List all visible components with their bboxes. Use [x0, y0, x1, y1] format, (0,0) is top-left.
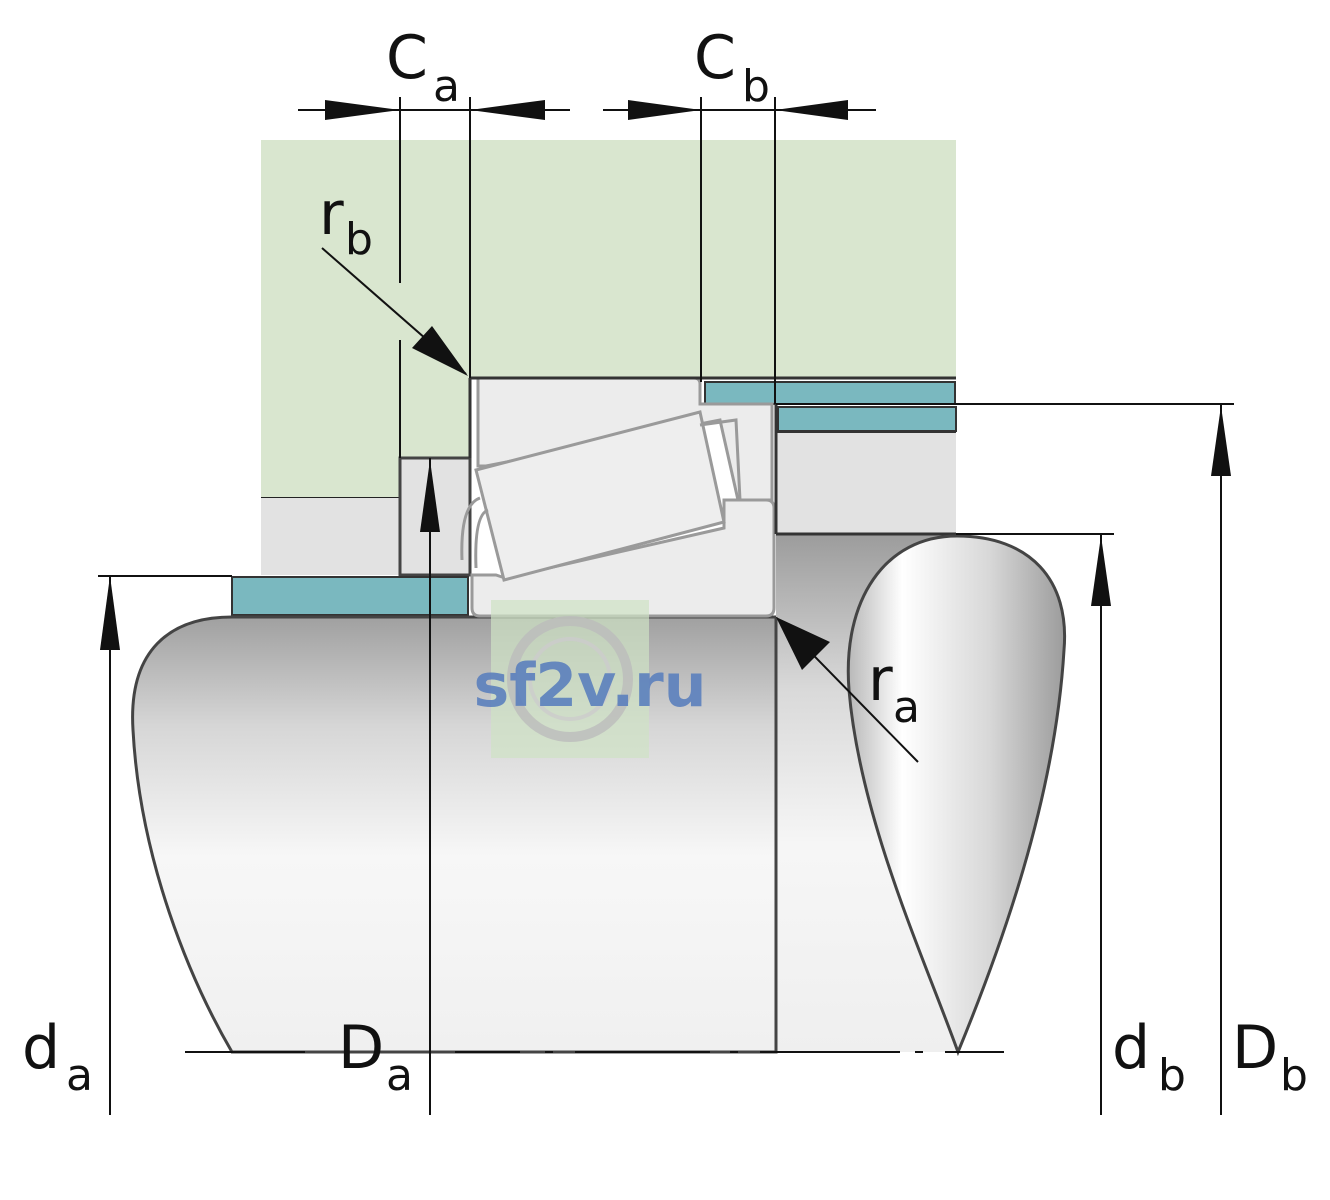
da-arrow [100, 576, 120, 650]
cb-left-arrow [628, 100, 701, 120]
label-Db-main: D [1232, 1013, 1278, 1083]
label-Da-sub: a [386, 1050, 413, 1101]
label-rb-main: r [319, 179, 344, 249]
label-rb-sub: b [345, 214, 373, 265]
watermark-text: sf2v.ru [474, 651, 707, 721]
ca-left-arrow [325, 100, 400, 120]
Db-arrow [1211, 406, 1231, 476]
rb-arrow [412, 326, 468, 376]
label-db-sub: b [1158, 1050, 1186, 1101]
ca-right-arrow [470, 100, 545, 120]
label-da-sub: a [66, 1050, 93, 1101]
housing-section [261, 140, 956, 499]
dimension-labels: C a C b r b r a d a D a d b D b [22, 23, 1308, 1101]
watermark: sf2v.ru [474, 600, 707, 758]
label-Cb-sub: b [742, 61, 770, 112]
ra-arrow [776, 617, 830, 670]
arrowheads [100, 100, 1231, 670]
label-Ca-main: C [386, 23, 428, 93]
label-ra-sub: a [893, 682, 920, 733]
gray-spacer-sections [261, 431, 956, 577]
label-Db-sub: b [1280, 1050, 1308, 1101]
label-ra-main: r [868, 645, 893, 715]
seal-strips [231, 381, 957, 616]
label-Da-main: D [338, 1013, 384, 1083]
dimension-lines [98, 97, 1234, 1115]
label-da-main: d [22, 1013, 60, 1083]
label-db-main: d [1112, 1013, 1150, 1083]
tapered-roller-bearing [460, 376, 956, 618]
label-Ca-sub: a [433, 61, 460, 112]
Da-arrow [420, 460, 440, 532]
label-Cb-main: C [694, 23, 736, 93]
cb-right-arrow [775, 100, 848, 120]
db-arrow [1091, 536, 1111, 606]
